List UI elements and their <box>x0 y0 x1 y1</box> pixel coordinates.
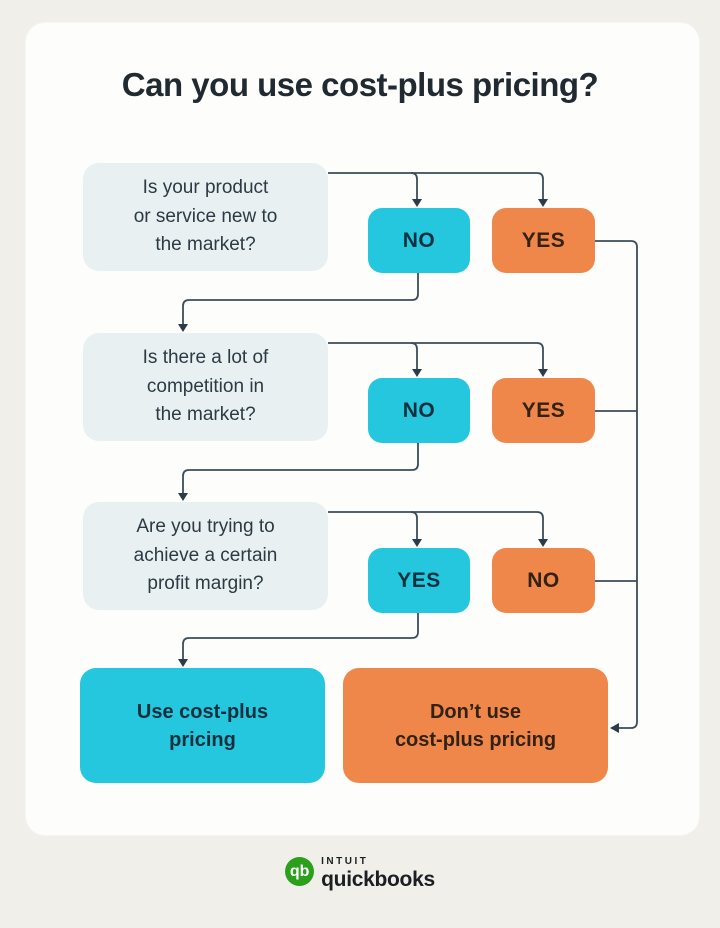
quickbooks-logo: qb INTUIT quickbooks <box>0 854 720 890</box>
quickbooks-wordmark: quickbooks <box>321 868 435 891</box>
answer-chip-yes-1: YES <box>492 208 595 273</box>
outcome-dont-use-cost-plus: Don’t use cost-plus pricing <box>343 668 608 783</box>
question-card-new-to-market: Is your product or service new to the ma… <box>83 163 328 271</box>
answer-chip-yes-3: YES <box>368 548 470 613</box>
intuit-wordmark: INTUIT <box>321 856 369 867</box>
answer-chip-no-2: NO <box>368 378 470 443</box>
question-card-profit-margin: Are you trying to achieve a certain prof… <box>83 502 328 610</box>
page-title: Can you use cost-plus pricing? <box>121 66 599 103</box>
answer-chip-yes-2: YES <box>492 378 595 443</box>
question-card-competition: Is there a lot of competition in the mar… <box>83 333 328 441</box>
outcome-use-cost-plus: Use cost-plus pricing <box>80 668 325 783</box>
qb-monogram-icon: qb <box>285 857 315 886</box>
answer-chip-no-3: NO <box>492 548 595 613</box>
answer-chip-no-1: NO <box>368 208 470 273</box>
